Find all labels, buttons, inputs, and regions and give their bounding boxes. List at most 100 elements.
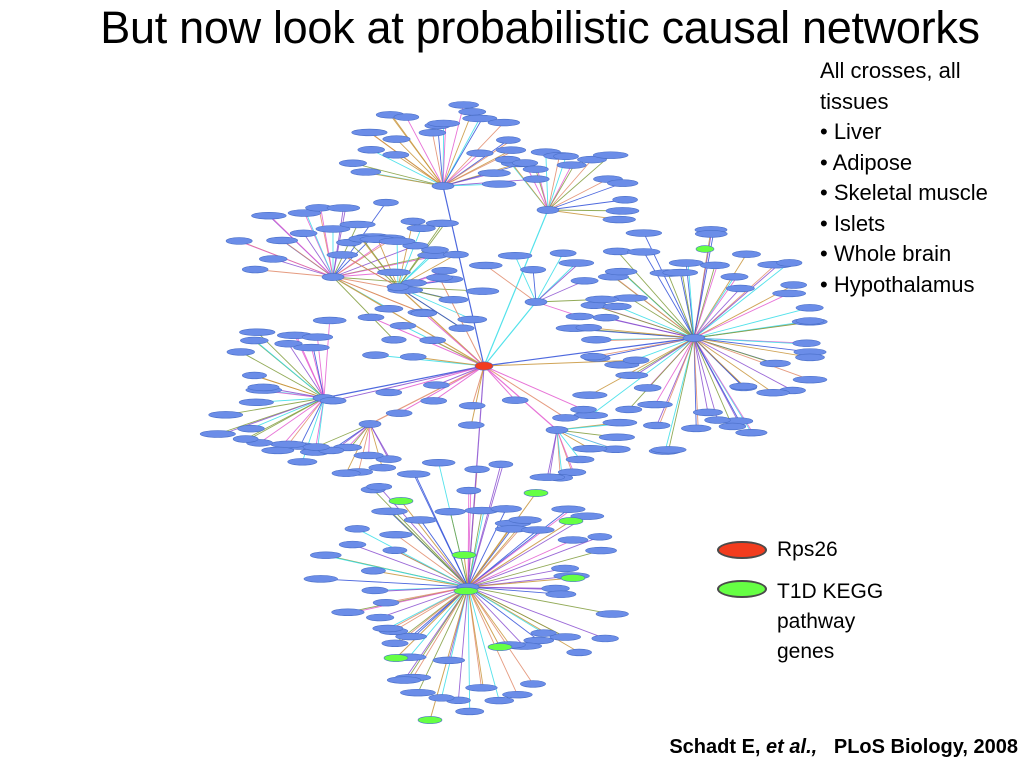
network-node bbox=[795, 304, 824, 312]
network-node bbox=[585, 546, 617, 555]
network-node bbox=[382, 546, 408, 554]
network-edge bbox=[658, 337, 695, 427]
network-node bbox=[570, 405, 597, 414]
network-edge bbox=[467, 586, 613, 615]
network-node bbox=[351, 128, 388, 137]
network-node bbox=[261, 446, 295, 455]
network-edge bbox=[442, 119, 483, 187]
tissue-item-hypothalamus: • Hypothalamus bbox=[820, 271, 975, 297]
network-edge bbox=[270, 216, 334, 278]
network-edge bbox=[607, 318, 695, 339]
network-edge bbox=[348, 242, 399, 288]
network-node bbox=[425, 219, 459, 228]
network-node bbox=[385, 409, 413, 417]
network-node bbox=[270, 440, 307, 449]
network-edge bbox=[405, 116, 444, 187]
network-node bbox=[558, 259, 595, 267]
network-node bbox=[465, 684, 498, 692]
network-node bbox=[497, 252, 533, 260]
network-edge bbox=[299, 397, 325, 447]
network-edge bbox=[219, 397, 325, 436]
network-edge bbox=[547, 178, 609, 211]
network-node bbox=[682, 334, 706, 342]
network-node bbox=[326, 251, 359, 259]
network-edge bbox=[467, 536, 601, 588]
citation-etal: et al., bbox=[766, 736, 818, 758]
network-node bbox=[668, 259, 704, 267]
network-edge bbox=[457, 586, 469, 701]
network-edge bbox=[467, 586, 518, 695]
network-edge bbox=[483, 209, 549, 367]
network-node bbox=[289, 229, 318, 237]
network-node bbox=[643, 421, 671, 430]
network-node bbox=[496, 136, 521, 144]
network-edge bbox=[369, 423, 392, 461]
network-node bbox=[795, 353, 825, 362]
network-node bbox=[251, 211, 287, 220]
network-edge bbox=[332, 276, 425, 314]
network-node bbox=[484, 696, 515, 705]
network-edge bbox=[467, 586, 606, 639]
network-edge bbox=[467, 586, 544, 634]
network-edge bbox=[323, 320, 331, 399]
network-node bbox=[378, 237, 416, 245]
network-edge bbox=[436, 365, 485, 386]
network-node bbox=[443, 250, 469, 259]
network-node bbox=[419, 336, 446, 344]
network-edge bbox=[432, 339, 485, 367]
network-edge bbox=[509, 160, 549, 211]
network-edge bbox=[615, 277, 695, 339]
network-node bbox=[393, 113, 420, 121]
network-node bbox=[303, 575, 338, 583]
network-edge bbox=[467, 586, 525, 647]
network-node bbox=[225, 237, 253, 245]
network-edge bbox=[595, 305, 695, 339]
network-edge bbox=[547, 159, 593, 211]
network-node bbox=[427, 119, 461, 128]
network-node bbox=[566, 648, 592, 657]
network-edge bbox=[693, 337, 811, 353]
network-edge bbox=[617, 251, 695, 339]
network-edge bbox=[375, 354, 485, 367]
network-node bbox=[371, 507, 408, 516]
network-node bbox=[434, 507, 466, 516]
network-node bbox=[310, 551, 342, 559]
network-edge bbox=[547, 199, 626, 211]
network-edge bbox=[693, 337, 778, 365]
network-edge bbox=[547, 154, 611, 211]
network-node bbox=[481, 180, 517, 188]
network-edge bbox=[344, 255, 399, 288]
network-edge bbox=[250, 397, 325, 430]
network-edge bbox=[693, 337, 811, 358]
network-node bbox=[464, 465, 490, 473]
network-node bbox=[524, 298, 548, 306]
network-node bbox=[720, 273, 749, 281]
network-node bbox=[795, 317, 825, 325]
network-node bbox=[729, 382, 758, 391]
network-node bbox=[585, 295, 619, 304]
network-node bbox=[388, 497, 414, 505]
network-edge bbox=[397, 286, 464, 330]
network-edge bbox=[467, 520, 572, 588]
network-node bbox=[557, 468, 587, 476]
network-edge bbox=[356, 528, 469, 588]
network-node bbox=[396, 470, 431, 478]
network-edge bbox=[332, 245, 416, 278]
network-edge bbox=[483, 337, 695, 367]
network-node bbox=[615, 405, 643, 414]
network-node bbox=[637, 400, 673, 409]
network-edge bbox=[629, 297, 695, 339]
network-node bbox=[650, 446, 687, 454]
network-node bbox=[462, 114, 498, 123]
network-edge bbox=[693, 266, 718, 339]
network-node bbox=[238, 398, 274, 407]
network-node bbox=[451, 551, 477, 559]
network-node bbox=[457, 315, 488, 324]
network-node bbox=[381, 336, 407, 344]
slide-title: But now look at probabilistic causal net… bbox=[100, 2, 980, 53]
network-edge bbox=[693, 337, 793, 391]
network-node bbox=[704, 416, 731, 424]
network-edge bbox=[433, 365, 485, 402]
network-edge bbox=[467, 550, 602, 588]
network-node bbox=[565, 455, 595, 464]
